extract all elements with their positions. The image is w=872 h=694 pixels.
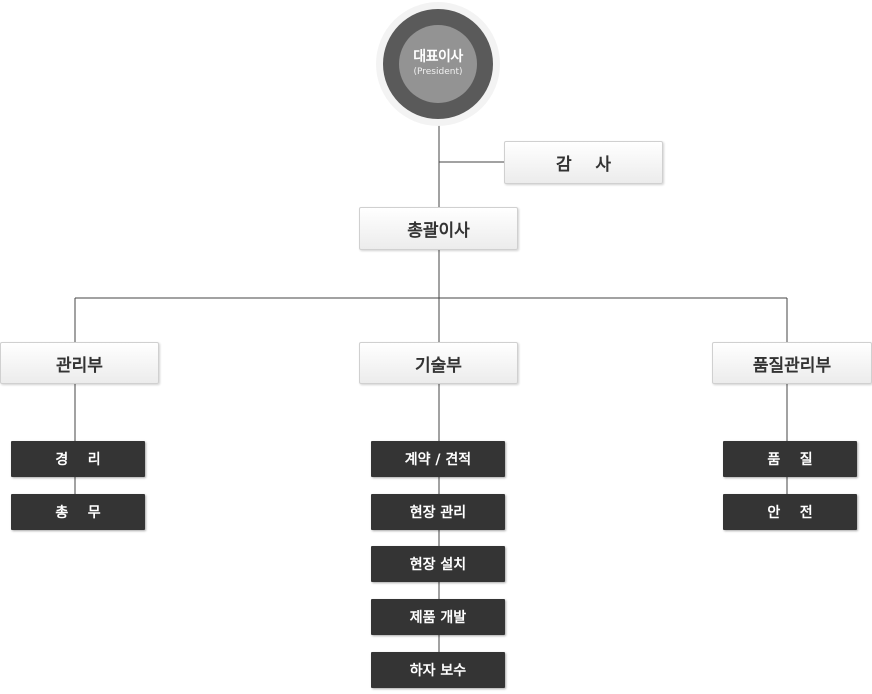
- team-general-affairs-node: 총 무: [11, 494, 145, 530]
- team-product-development-node: 제품 개발: [371, 599, 505, 635]
- team-accounting-node: 경 리: [11, 441, 145, 477]
- team-site-installation-node: 현장 설치: [371, 546, 505, 582]
- president-title: 대표이사: [413, 49, 463, 65]
- team-site-management-node: 현장 관리: [371, 494, 505, 530]
- department-technical-node: 기술부: [359, 342, 518, 384]
- auditor-node: 감 사: [504, 141, 663, 184]
- team-quality-node: 품 질: [723, 441, 857, 477]
- department-quality-node: 품질관리부: [712, 342, 872, 384]
- team-contract-estimate-node: 계약 / 견적: [371, 441, 505, 477]
- president-node: 대표이사 (President): [399, 25, 477, 103]
- department-management-node: 관리부: [0, 342, 159, 384]
- president-subtitle: (President): [413, 67, 463, 77]
- team-defect-repair-node: 하자 보수: [371, 652, 505, 688]
- team-safety-node: 안 전: [723, 494, 857, 530]
- general-director-node: 총괄이사: [359, 207, 518, 250]
